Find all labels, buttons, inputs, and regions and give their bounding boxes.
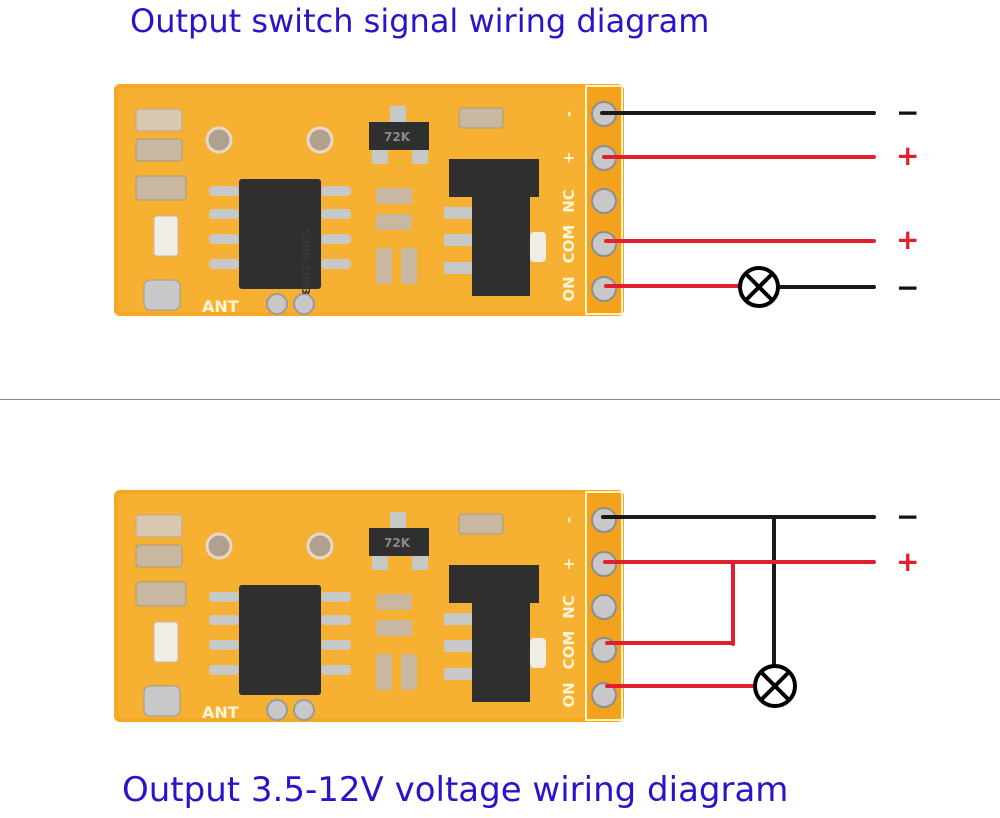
terminal-label-neg: − [896, 96, 919, 129]
transistor-label: 72K [384, 536, 411, 550]
bottom-relay-board: 72K ANT - + NC COM ON [112, 488, 626, 724]
pin-label-com: COM [560, 225, 578, 264]
antenna-label: ANT [202, 703, 239, 722]
pin-label-pos: + [560, 558, 578, 571]
bottom-wires [601, 515, 876, 688]
lamp-icon [753, 664, 797, 708]
section-divider [0, 399, 1000, 400]
lamp-icon [738, 266, 780, 308]
top-diagram-title: Output switch signal wiring diagram [130, 2, 710, 40]
transistor-label: 72K [384, 130, 411, 144]
terminal-label-neg-2: − [896, 271, 919, 304]
terminal-label-pos: + [896, 545, 919, 578]
pin-label-nc: NC [560, 595, 578, 619]
bottom-diagram-title: Output 3.5-12V voltage wiring diagram [122, 770, 789, 810]
top-relay-board: 520R 2003 72K ANT - + NC COM ON [112, 82, 626, 318]
terminal-label-neg: − [896, 500, 919, 533]
antenna-label: ANT [202, 297, 239, 316]
ic-label: 520R 2003 [299, 229, 312, 295]
pin-label-on: ON [560, 682, 578, 707]
terminal-label-pos-2: + [896, 223, 919, 256]
pin-label-com: COM [560, 631, 578, 670]
top-wires [600, 111, 876, 289]
pin-label-neg: - [560, 517, 578, 523]
terminal-label-pos: + [896, 139, 919, 172]
pin-label-nc: NC [560, 189, 578, 213]
pin-label-neg: - [560, 111, 578, 117]
pin-label-pos: + [560, 152, 578, 165]
pin-label-on: ON [560, 276, 578, 301]
